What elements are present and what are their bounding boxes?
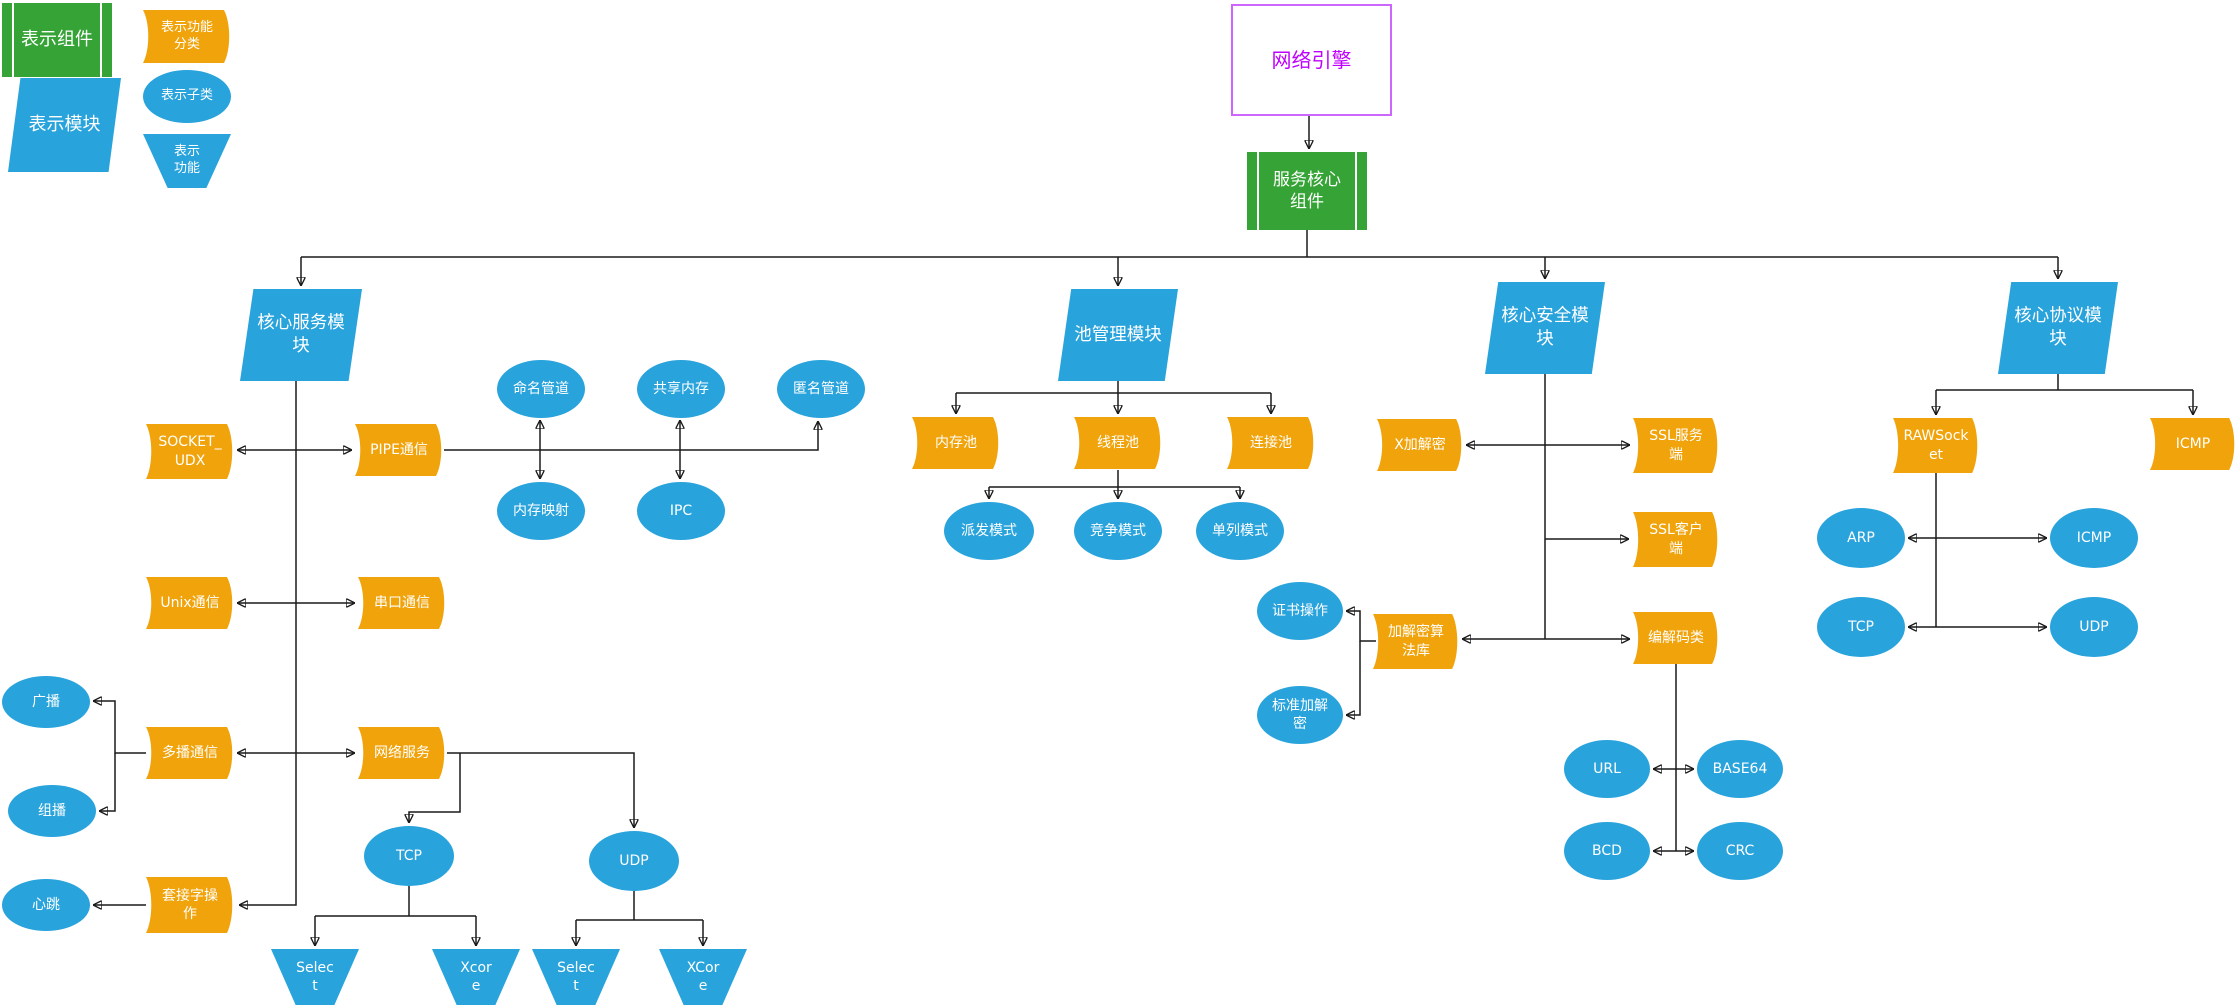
cat-socket-udx: SOCKET_UDX	[146, 424, 234, 479]
wave-icon	[146, 727, 233, 779]
wave-icon	[1227, 417, 1314, 469]
wave-icon	[355, 424, 442, 476]
legend-component-shape: 表示组件	[2, 3, 112, 77]
sub-base64: BASE64	[1697, 740, 1783, 798]
sub-std-crypto: 标准加解密	[1257, 686, 1343, 744]
cat-pipe-comm: PIPE通信	[355, 424, 443, 476]
sub-tcp: TCP	[364, 826, 454, 886]
root-network-engine: 网络引擎	[1231, 4, 1392, 116]
sub-icmp: ICMP	[2050, 508, 2138, 568]
legend-category-label: 表示功能分类	[160, 19, 213, 52]
cat-network-service: 网络服务	[358, 727, 446, 779]
sub-url: URL	[1564, 740, 1650, 798]
wave-icon	[1074, 417, 1161, 469]
module-pool-management: 池管理模块	[1058, 289, 1178, 381]
wave-icon	[2150, 418, 2235, 470]
sub-memory-map: 内存映射	[497, 482, 585, 540]
cat-codec-class: 编解码类	[1633, 612, 1719, 664]
cat-ssl-server: SSL服务端	[1633, 418, 1719, 473]
cat-multicast-comm: 多播通信	[146, 727, 234, 779]
sub-heartbeat: 心跳	[2, 879, 90, 931]
sub-single-mode: 单列模式	[1196, 502, 1284, 560]
legend-subclass-label: 表示子类	[160, 88, 213, 104]
wave-icon	[358, 727, 445, 779]
cat-connection-pool: 连接池	[1227, 417, 1315, 469]
wave-icon	[146, 577, 233, 629]
cat-serial-comm: 串口通信	[358, 577, 446, 629]
cat-socket-ops: 套接字操作	[146, 877, 234, 933]
sub-arp: ARP	[1817, 508, 1905, 568]
sub-cert-ops: 证书操作	[1257, 582, 1343, 640]
sub-group-cast: 组播	[8, 785, 96, 837]
sub-crc: CRC	[1697, 822, 1783, 880]
sub-broadcast: 广播	[2, 676, 90, 728]
legend-module-shape: 表示模块	[8, 78, 121, 172]
module-core-security: 核心安全模块	[1485, 282, 1605, 374]
cat-icmp: ICMP	[2150, 418, 2236, 470]
wave-icon	[1377, 419, 1462, 471]
module-core-service: 核心服务模块	[240, 289, 362, 381]
wave-icon	[1893, 418, 1978, 473]
sub-ipc: IPC	[637, 482, 725, 540]
wave-icon	[1373, 614, 1458, 669]
wave-icon	[1633, 612, 1718, 664]
cat-ssl-client: SSL客户端	[1633, 512, 1719, 567]
legend-function-label: 表示功能	[173, 144, 200, 176]
cat-x-crypto: X加解密	[1377, 419, 1463, 471]
wave-icon	[143, 10, 230, 63]
wave-icon	[358, 577, 445, 629]
sub-compete-mode: 竞争模式	[1074, 502, 1162, 560]
legend-module-label: 表示模块	[28, 114, 101, 136]
sub-tcp-protocol: TCP	[1817, 597, 1905, 657]
wave-icon	[912, 417, 999, 469]
sub-shared-memory: 共享内存	[637, 360, 725, 418]
legend-subclass-shape: 表示子类	[143, 70, 231, 123]
wave-icon	[146, 424, 233, 479]
module-core-protocol: 核心协议模块	[1998, 282, 2118, 374]
sub-anonymous-pipe: 匿名管道	[777, 360, 865, 418]
cat-crypto-lib: 加解密算法库	[1373, 614, 1459, 669]
cat-thread-pool: 线程池	[1074, 417, 1162, 469]
wave-icon	[146, 877, 233, 933]
wave-icon	[1633, 418, 1718, 473]
cat-memory-pool: 内存池	[912, 417, 1000, 469]
sub-udp-protocol: UDP	[2050, 597, 2138, 657]
wave-icon	[1633, 512, 1718, 567]
legend-component-label: 表示组件	[21, 29, 93, 51]
sub-dispatch-mode: 派发模式	[944, 502, 1034, 560]
sub-bcd: BCD	[1564, 822, 1650, 880]
sub-named-pipe: 命名管道	[497, 360, 585, 418]
legend-category-shape: 表示功能分类	[143, 10, 231, 63]
cat-unix-comm: Unix通信	[146, 577, 234, 629]
core-service-component: 服务核心组件	[1247, 152, 1367, 230]
cat-rawsocket: RAWSocket	[1893, 418, 1979, 473]
sub-udp: UDP	[589, 831, 679, 891]
